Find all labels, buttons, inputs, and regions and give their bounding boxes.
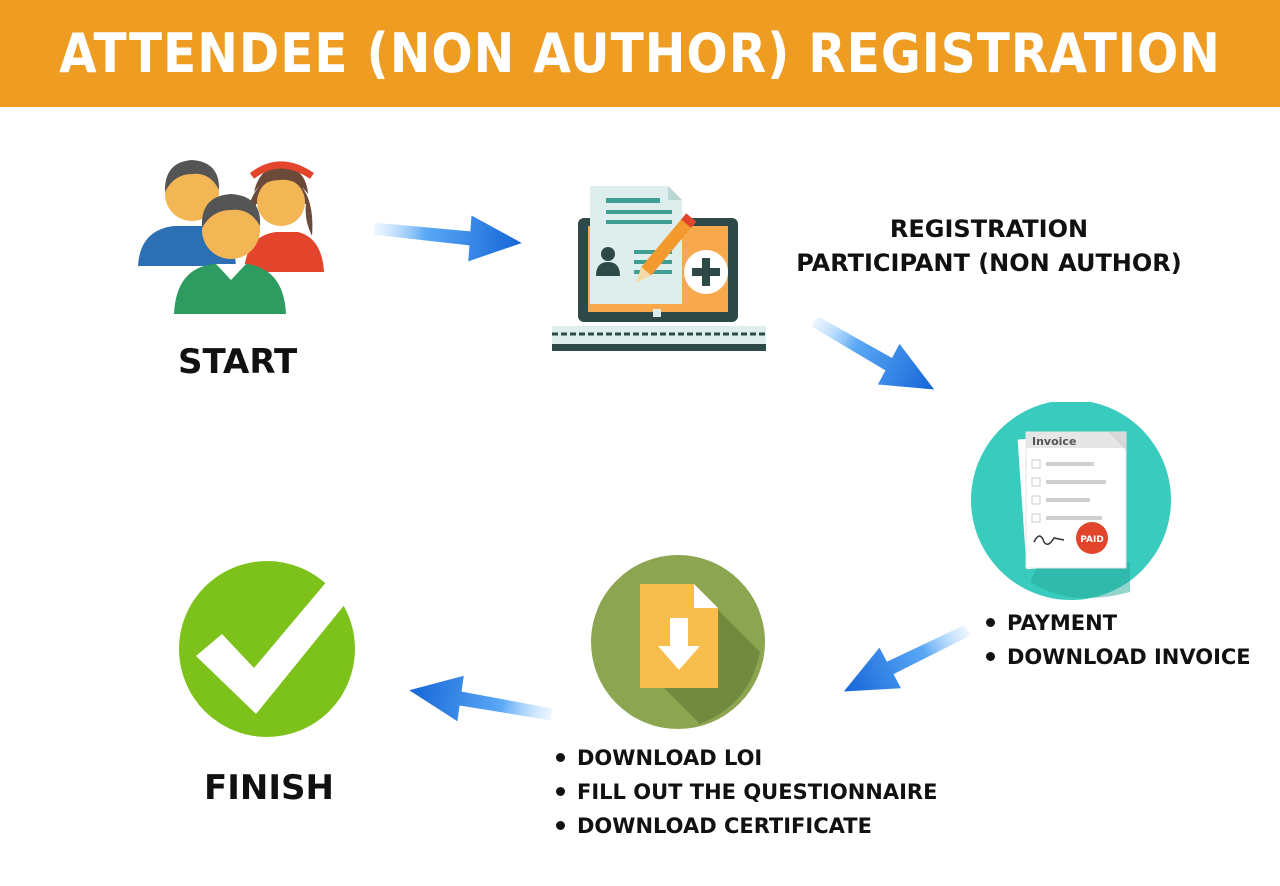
registration-label: REGISTRATION PARTICIPANT (NON AUTHOR) bbox=[786, 212, 1192, 280]
page-title: ATTENDEE (NON AUTHOR) REGISTRATION FLOW bbox=[59, 22, 1221, 192]
invoice-icon-title: Invoice bbox=[1032, 435, 1076, 448]
checkmark-icon bbox=[179, 561, 355, 737]
start-label: START bbox=[178, 342, 298, 382]
bullet-icon bbox=[556, 820, 565, 830]
finish-label: FINISH bbox=[204, 768, 334, 808]
laptop-form-icon bbox=[552, 186, 766, 351]
download-steps-list: DOWNLOAD LOI FILL OUT THE QUESTIONNAIRE … bbox=[556, 741, 937, 843]
bullet-icon bbox=[556, 786, 565, 796]
people-group-icon bbox=[138, 160, 324, 314]
invoice-steps-list: PAYMENT DOWNLOAD INVOICE bbox=[986, 606, 1251, 674]
registration-line-1: REGISTRATION bbox=[889, 215, 1089, 243]
arrow-icon bbox=[409, 675, 553, 722]
list-item: FILL OUT THE QUESTIONNAIRE bbox=[556, 775, 937, 809]
list-item: PAYMENT bbox=[986, 606, 1251, 640]
arrow-icon bbox=[811, 318, 935, 390]
invoice-icon: Invoice PAID bbox=[971, 402, 1171, 600]
list-item: DOWNLOAD CERTIFICATE bbox=[556, 809, 937, 843]
list-item-label: PAYMENT bbox=[1007, 611, 1118, 635]
paid-stamp: PAID bbox=[1080, 535, 1104, 545]
arrow-icon bbox=[373, 215, 522, 262]
list-item-label: DOWNLOAD CERTIFICATE bbox=[577, 814, 872, 838]
list-item-label: DOWNLOAD LOI bbox=[577, 746, 763, 770]
list-item-label: DOWNLOAD INVOICE bbox=[1007, 645, 1251, 669]
list-item: DOWNLOAD INVOICE bbox=[986, 640, 1251, 674]
list-item: DOWNLOAD LOI bbox=[556, 741, 937, 775]
list-item-label: FILL OUT THE QUESTIONNAIRE bbox=[577, 780, 938, 804]
bullet-icon bbox=[986, 651, 995, 661]
download-file-icon bbox=[591, 555, 765, 729]
bullet-icon bbox=[556, 752, 565, 762]
arrow-icon bbox=[843, 624, 971, 692]
header-bar: ATTENDEE (NON AUTHOR) REGISTRATION FLOW bbox=[0, 0, 1280, 192]
bullet-icon bbox=[986, 617, 995, 627]
registration-line-2: PARTICIPANT (NON AUTHOR) bbox=[796, 249, 1182, 277]
